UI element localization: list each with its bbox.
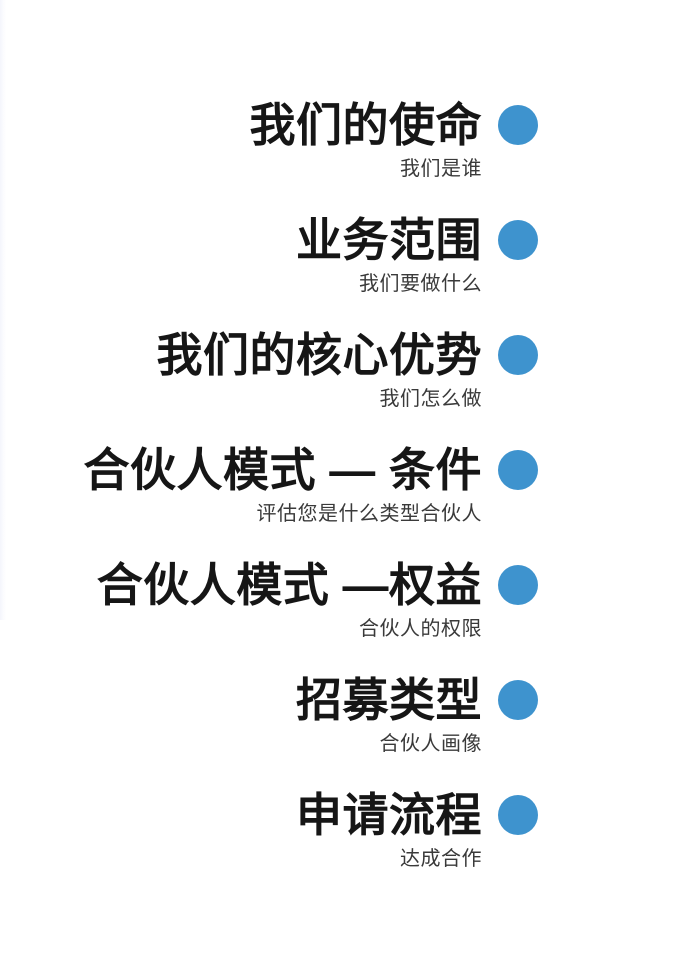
- toc-item-subtitle: 我们要做什么: [359, 273, 482, 295]
- toc-item-subtitle: 评估您是什么类型合伙人: [256, 503, 482, 525]
- toc-item-6[interactable]: 招募类型 合伙人画像: [0, 672, 700, 787]
- toc-item-title: 招募类型: [296, 674, 482, 726]
- toc-item-subtitle: 合伙人的权限: [359, 618, 482, 640]
- toc-item-subtitle: 达成合作: [400, 848, 482, 870]
- table-of-contents: 我们的使命 我们是谁 业务范围 我们要做什么 我们的核心优势 我们怎么做 合伙人…: [0, 97, 700, 902]
- toc-item-7-headline: 申请流程: [0, 787, 700, 843]
- toc-item-6-headline: 招募类型: [0, 672, 700, 728]
- toc-item-5-headline: 合伙人模式 —权益: [0, 557, 700, 613]
- toc-item-2[interactable]: 业务范围 我们要做什么: [0, 212, 700, 327]
- toc-item-title: 申请流程: [296, 789, 482, 841]
- toc-item-3-headline: 我们的核心优势: [0, 327, 700, 383]
- toc-item-title: 合伙人模式 — 条件: [83, 444, 482, 496]
- bullet-dot-icon: [498, 105, 538, 145]
- bullet-dot-icon: [498, 450, 538, 490]
- toc-item-title: 合伙人模式 —权益: [96, 559, 482, 611]
- toc-item-7[interactable]: 申请流程 达成合作: [0, 787, 700, 902]
- toc-item-1[interactable]: 我们的使命 我们是谁: [0, 97, 700, 212]
- bullet-dot-icon: [498, 220, 538, 260]
- toc-item-4[interactable]: 合伙人模式 — 条件 评估您是什么类型合伙人: [0, 442, 700, 557]
- bullet-dot-icon: [498, 335, 538, 375]
- toc-item-5[interactable]: 合伙人模式 —权益 合伙人的权限: [0, 557, 700, 672]
- toc-item-title: 我们的核心优势: [156, 329, 482, 381]
- toc-item-title: 业务范围: [296, 214, 482, 266]
- toc-item-4-headline: 合伙人模式 — 条件: [0, 442, 700, 498]
- toc-item-1-headline: 我们的使命: [0, 97, 700, 153]
- bullet-dot-icon: [498, 565, 538, 605]
- bullet-dot-icon: [498, 795, 538, 835]
- toc-item-subtitle: 合伙人画像: [379, 733, 482, 755]
- toc-item-subtitle: 我们怎么做: [379, 388, 482, 410]
- toc-item-title: 我们的使命: [249, 99, 482, 151]
- bullet-dot-icon: [498, 680, 538, 720]
- toc-item-2-headline: 业务范围: [0, 212, 700, 268]
- toc-item-subtitle: 我们是谁: [400, 158, 482, 180]
- toc-item-3[interactable]: 我们的核心优势 我们怎么做: [0, 327, 700, 442]
